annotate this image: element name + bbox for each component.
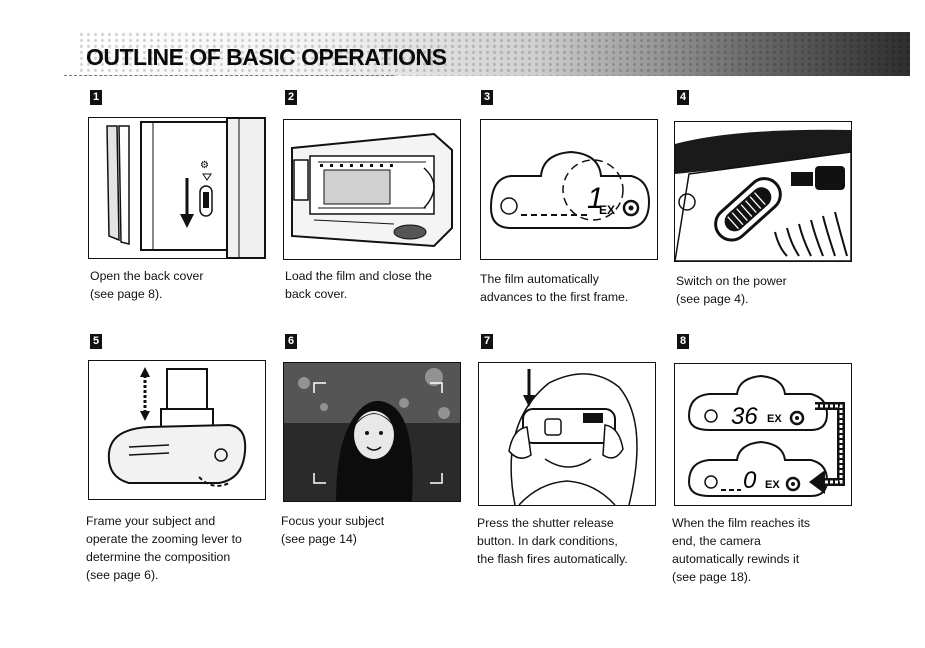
step-5-caption: Frame your subject and operate the zoomi… bbox=[86, 512, 271, 584]
step-3-caption: The film automatically advances to the f… bbox=[480, 270, 665, 306]
step-4-illustration bbox=[674, 121, 852, 262]
page-title: OUTLINE OF BASIC OPERATIONS bbox=[86, 44, 446, 71]
step-8-caption: When the film reaches its end, the camer… bbox=[672, 514, 857, 586]
step-8-end-count: 0 bbox=[743, 467, 757, 494]
step-7-caption: Press the shutter release button. In dar… bbox=[477, 514, 662, 568]
step-6-caption: Focus your subject (see page 14) bbox=[281, 512, 466, 548]
step-1-illustration: ⚙ bbox=[88, 117, 266, 259]
step-4-caption: Switch on the power (see page 4). bbox=[676, 272, 861, 308]
step-3-number: 3 bbox=[481, 90, 493, 105]
step-6-illustration bbox=[283, 362, 461, 502]
step-8-end-ex-label: EX bbox=[765, 479, 780, 491]
step-4-number: 4 bbox=[677, 90, 689, 105]
svg-text:⚙: ⚙ bbox=[200, 160, 209, 171]
step-2-number: 2 bbox=[285, 90, 297, 105]
step-1-caption: Open the back cover (see page 8). bbox=[90, 267, 275, 303]
step-2-illustration bbox=[283, 119, 461, 260]
step-1-number: 1 bbox=[90, 90, 102, 105]
title-underline bbox=[64, 75, 394, 76]
step-7-illustration bbox=[478, 362, 656, 506]
step-7-number: 7 bbox=[481, 334, 493, 349]
step-3-illustration: 1 EX bbox=[480, 119, 658, 260]
step-2-caption: Load the film and close the back cover. bbox=[285, 267, 470, 303]
step-8-number: 8 bbox=[677, 334, 689, 349]
step-8-start-ex-label: EX bbox=[767, 413, 782, 425]
step-8-start-count: 36 bbox=[731, 403, 758, 430]
step-5-illustration bbox=[88, 360, 266, 500]
step-3-ex-label: EX bbox=[599, 203, 615, 217]
step-6-number: 6 bbox=[285, 334, 297, 349]
step-5-number: 5 bbox=[90, 334, 102, 349]
step-8-illustration: 36 EX 0 EX bbox=[674, 363, 852, 506]
